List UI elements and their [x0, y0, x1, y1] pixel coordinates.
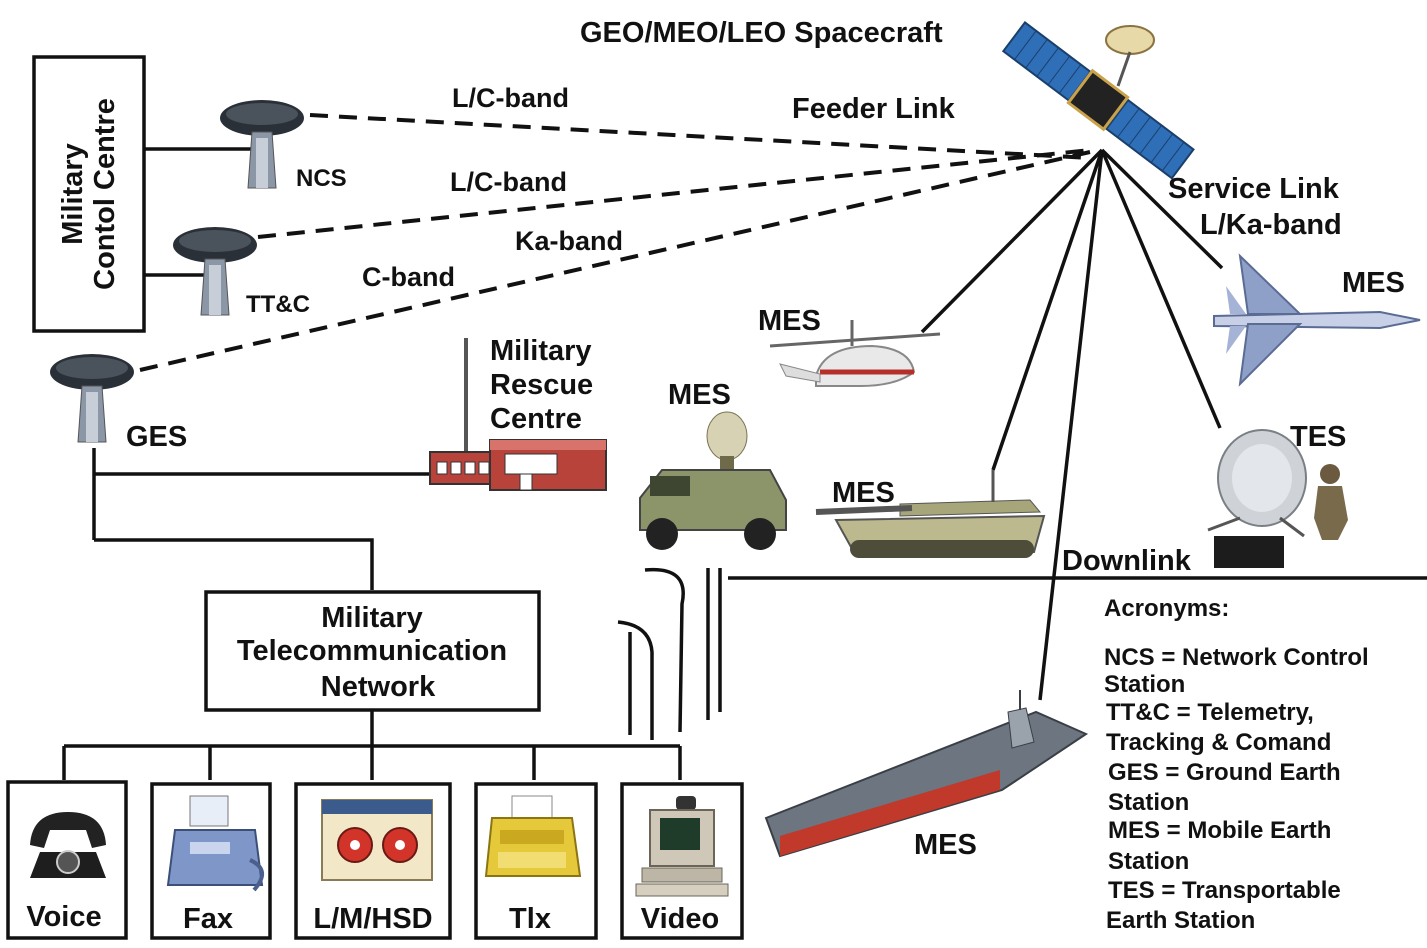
acronyms-title: Acronyms: — [1104, 595, 1229, 622]
network-label-line2: Telecommunication — [237, 635, 507, 667]
service-link-band-label: L/Ka-band — [1200, 209, 1342, 241]
acronym-line: Earth Station — [1106, 907, 1255, 934]
rescue-centre-label-line2: Rescue — [490, 369, 593, 401]
tape-drive-icon — [321, 799, 433, 881]
ncs-band-label: L/C-band — [452, 83, 569, 113]
computer-terminal-icon — [635, 796, 729, 897]
telephone-icon — [30, 812, 106, 878]
spacecraft-label: GEO/MEO/LEO Spacecraft — [580, 17, 943, 49]
ka-band-label: Ka-band — [515, 226, 623, 256]
transportable-dish-icon — [1207, 429, 1307, 568]
rescue-centre-label-line3: Centre — [490, 403, 582, 435]
service-fax: Fax — [150, 782, 272, 940]
humvee-mes-label: MES — [668, 379, 731, 411]
acronym-line: TT&C = Telemetry, — [1106, 699, 1314, 726]
ttc-feeder-link — [257, 148, 1091, 239]
network-service-bus — [62, 710, 682, 780]
ncs-label: NCS — [296, 165, 347, 192]
humvee-icon — [639, 411, 787, 550]
ges-connectors — [92, 448, 430, 590]
aircraft-carrier-icon — [764, 690, 1089, 858]
control-centre-label-line2: Contol Centre — [89, 98, 121, 290]
tank-mes-label: MES — [832, 477, 895, 509]
acronym-line: NCS = Network Control — [1104, 644, 1369, 671]
fax-machine-icon — [166, 795, 264, 892]
feeder-link-label: Feeder Link — [792, 93, 956, 125]
acronym-line: GES = Ground Earth — [1108, 759, 1341, 786]
ncs-feeder-link — [309, 113, 1091, 160]
service-link-label: Service Link — [1168, 173, 1340, 205]
ttc-label: TT&C — [246, 291, 310, 318]
network-label-line1: Military — [321, 602, 423, 634]
service-voice: Voice — [6, 780, 128, 940]
downlink-label: Downlink — [1062, 545, 1192, 577]
acronym-line: Station — [1108, 789, 1189, 816]
service-lmhsd-label: L/M/HSD — [313, 903, 432, 935]
ges-feeder-link — [139, 150, 1091, 372]
ges-label: GES — [126, 421, 187, 453]
spacecraft-antenna-icon — [1105, 25, 1155, 87]
acronym-line: Station — [1108, 848, 1189, 875]
military-control-centre-box — [32, 55, 146, 333]
rescue-centre-building-icon — [429, 338, 607, 491]
fighter-jet-icon — [1213, 253, 1421, 387]
tank-icon — [815, 470, 1046, 558]
service-links — [920, 148, 1224, 701]
control-centre-label-line1: Military — [57, 143, 89, 245]
service-tlx: Tlx — [474, 782, 598, 940]
service-voice-label: Voice — [26, 901, 101, 933]
acronyms-legend: Acronyms: NCS = Network Control Station … — [1104, 595, 1369, 934]
acronym-line: TES = Transportable — [1108, 877, 1341, 904]
ges-dish-icon — [49, 353, 135, 443]
ttc-dish-icon — [172, 226, 258, 316]
service-fax-label: Fax — [183, 903, 233, 935]
jet-mes-label: MES — [1342, 267, 1405, 299]
telex-machine-icon — [484, 795, 582, 877]
ttc-band-label: L/C-band — [450, 167, 567, 197]
service-video-label: Video — [641, 903, 719, 935]
ncs-dish-icon — [219, 99, 305, 189]
acronym-line: Station — [1104, 671, 1185, 698]
helicopter-mes-label: MES — [758, 305, 821, 337]
downlink-cable-break — [617, 567, 1427, 740]
service-lmhsd: L/M/HSD — [294, 782, 452, 940]
rescue-centre-label-line1: Military — [490, 335, 592, 367]
spacecraft-icon — [1001, 21, 1195, 180]
network-label-line3: Network — [321, 671, 436, 703]
service-video: Video — [620, 782, 744, 940]
telecom-network-box — [204, 590, 541, 712]
acronym-line: MES = Mobile Earth — [1108, 817, 1331, 844]
service-tlx-label: Tlx — [509, 903, 551, 935]
acronym-line: Tracking & Comand — [1106, 729, 1331, 756]
soldier-icon — [1314, 464, 1348, 540]
ges-band-label: C-band — [362, 262, 455, 292]
tes-label: TES — [1290, 421, 1346, 453]
helicopter-icon — [769, 320, 941, 387]
carrier-mes-label: MES — [914, 829, 977, 861]
